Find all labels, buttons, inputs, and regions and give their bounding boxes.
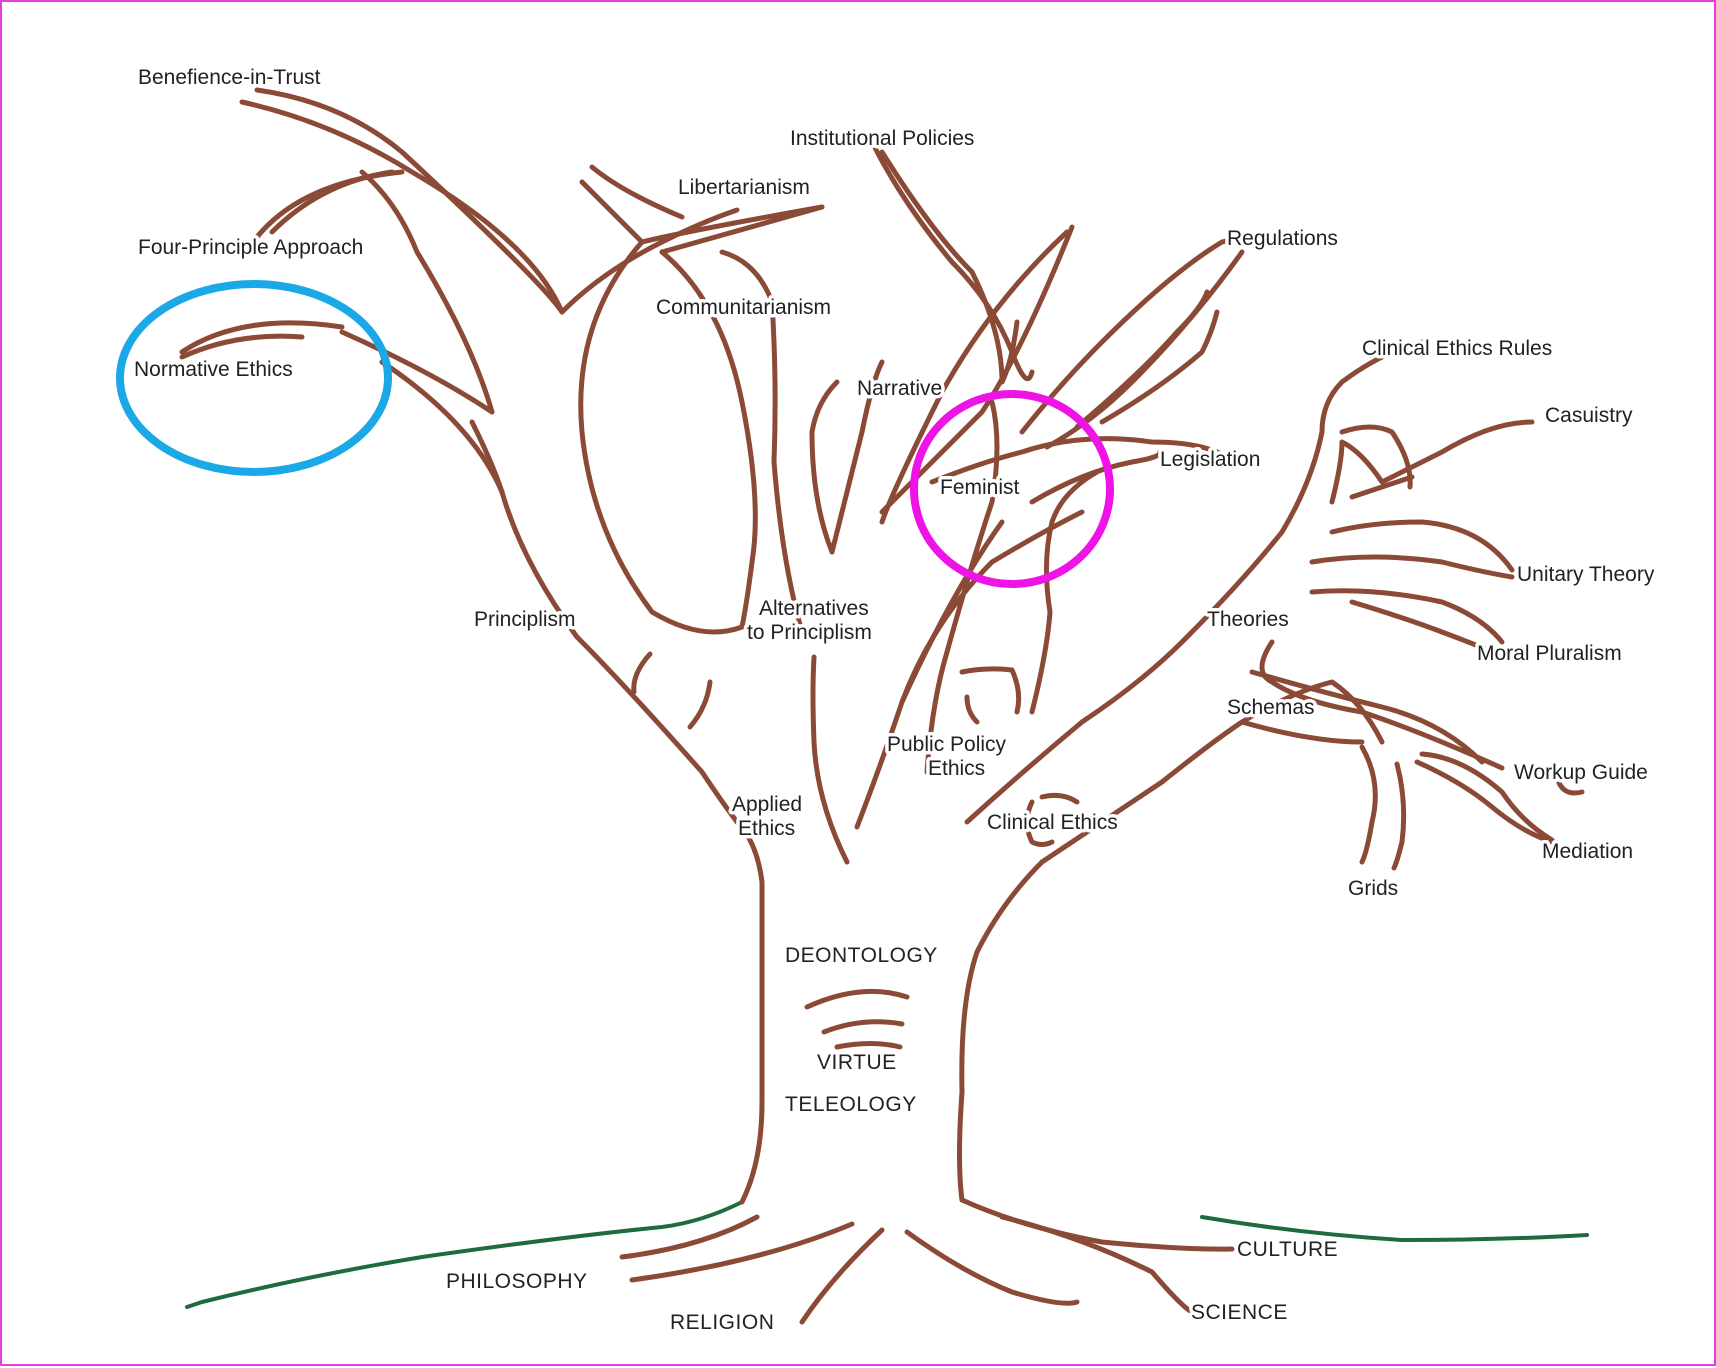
label-narrative: Narrative — [857, 377, 942, 400]
label-public-policy-line2: Ethics — [928, 757, 985, 780]
label-applied-line1: Applied — [732, 793, 802, 816]
tree-roots — [622, 1200, 1232, 1322]
trunk-marks — [807, 991, 907, 1047]
label-principlism: Principlism — [474, 608, 576, 631]
label-science: SCIENCE — [1191, 1301, 1288, 1324]
label-four-principle-approach: Four-Principle Approach — [138, 236, 363, 259]
label-casuistry: Casuistry — [1545, 404, 1633, 427]
public-policy-branch — [927, 234, 1260, 772]
label-unitary-theory: Unitary Theory — [1517, 563, 1655, 586]
label-alternatives-line2: to Principlism — [747, 621, 872, 644]
label-legislation: Legislation — [1160, 448, 1260, 471]
ground-line — [187, 1202, 1587, 1307]
label-schemas: Schemas — [1227, 696, 1315, 719]
label-libertarianism: Libertarianism — [678, 176, 810, 199]
label-mediation: Mediation — [1542, 840, 1633, 863]
label-grids: Grids — [1348, 877, 1398, 900]
label-philosophy: PHILOSOPHY — [446, 1270, 588, 1293]
label-teleology: TELEOLOGY — [785, 1093, 917, 1116]
label-religion: RELIGION — [670, 1311, 774, 1334]
label-alternatives-line1: Alternatives — [759, 597, 869, 620]
label-moral-pluralism: Moral Pluralism — [1477, 642, 1622, 665]
label-culture: CULTURE — [1237, 1238, 1338, 1261]
label-clinical-ethics-rules: Clinical Ethics Rules — [1362, 337, 1552, 360]
label-regulations: Regulations — [1227, 227, 1338, 250]
label-public-policy-line1: Public Policy — [887, 733, 1007, 756]
label-workup-guide: Workup Guide — [1514, 761, 1648, 784]
label-clinical-ethics: Clinical Ethics — [987, 811, 1118, 834]
label-benefience-in-trust: Benefience-in-Trust — [138, 66, 321, 89]
label-deontology: DEONTOLOGY — [785, 944, 938, 967]
label-applied-line2: Ethics — [738, 817, 795, 840]
label-communitarianism: Communitarianism — [656, 296, 831, 319]
tree-labels: Benefience-in-Trust Four-Principle Appro… — [134, 66, 1655, 1334]
clinical-ethics-branch — [967, 342, 1582, 868]
label-virtue: VIRTUE — [817, 1051, 897, 1074]
label-feminist: Feminist — [940, 476, 1020, 499]
label-normative-ethics: Normative Ethics — [134, 358, 293, 381]
label-theories: Theories — [1207, 608, 1289, 631]
label-institutional-policies: Institutional Policies — [790, 127, 974, 150]
